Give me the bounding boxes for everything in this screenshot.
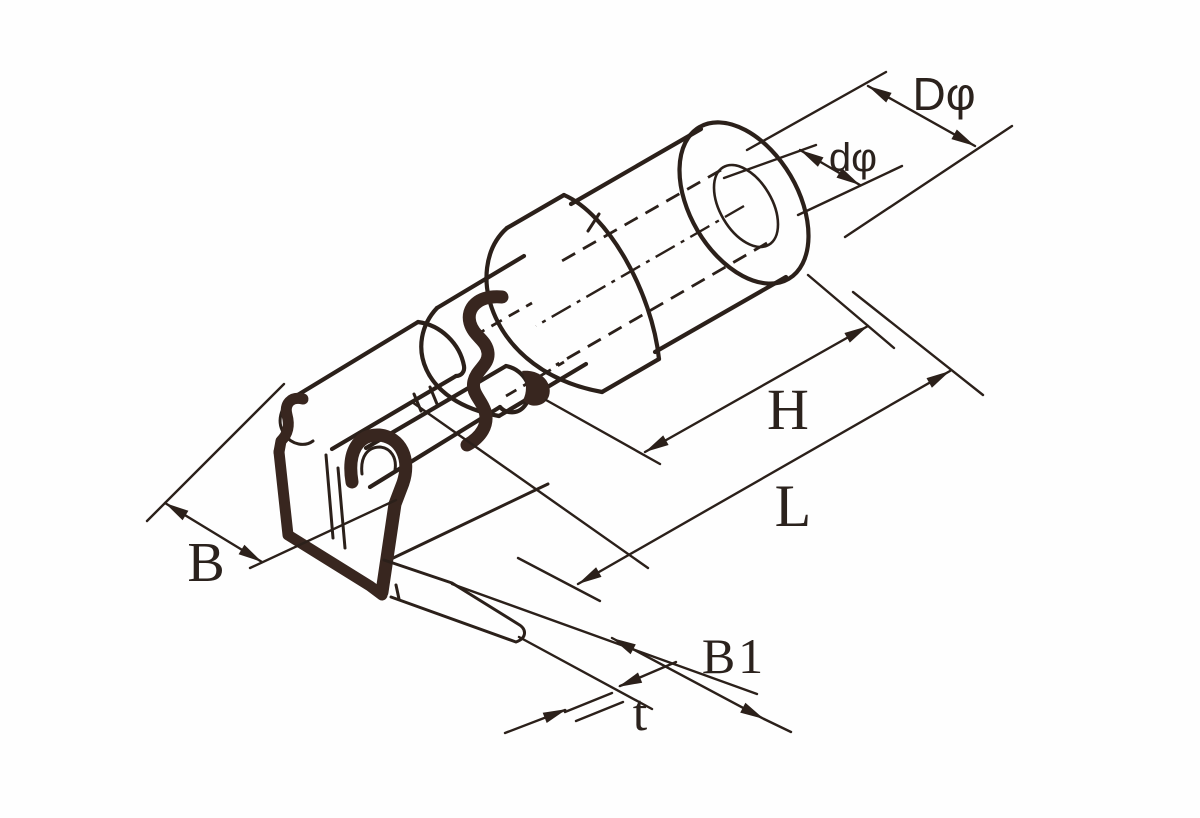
sleeve-bore-opening [712,163,780,249]
cup-hidden-line-bottom [505,360,565,398]
arrowhead [740,702,764,719]
arrowhead [951,129,975,146]
extension-line [410,400,650,570]
roll2-bottom-edge [367,404,503,490]
extension-line [851,290,985,397]
dimension-d-phi: dφ [722,136,904,217]
parting-line-tick [586,212,601,233]
dimension-t: t [503,660,678,742]
roll1-top-edge [293,319,421,399]
arrowhead [844,326,868,343]
face-inner-line-1 [336,466,347,550]
center-line [535,204,745,328]
dimension-B: B [145,382,398,594]
collar-bottom-edge [599,356,662,395]
dimension-L: L [410,290,985,603]
dimension-line [643,324,870,454]
sleeve-top-edge [568,126,704,207]
dimension-label-t: t [633,685,648,742]
roll1-rear-cap [415,319,467,379]
front-section-face [273,392,413,601]
metal-receptacle [278,290,550,562]
insulation-section-curve [460,290,509,452]
thickness-tick-2 [574,700,625,723]
arrowhead [645,435,669,452]
tab-outline [382,558,526,644]
extension-line [796,164,904,217]
arrowhead [612,638,636,655]
dimension-label-B1: B1 [702,628,766,684]
dimension-label-B: B [187,532,224,594]
terminal-tab [382,558,526,644]
extension-line [145,382,286,523]
roll2-rear-cap [497,363,532,415]
metal-section-wedge [522,370,550,406]
arrowhead [800,150,824,167]
dimension-label-L: L [775,473,812,539]
extension-line [517,635,654,711]
extension-line [544,398,662,466]
arrowhead [238,544,262,562]
extension-line [806,273,896,350]
dimension-line-tail [762,717,793,734]
extension-line [450,582,759,696]
arrowhead [165,503,189,521]
face-inner-arc [360,445,397,476]
dimension-label-D-phi: Dφ [912,68,975,120]
dimension-line [576,369,952,586]
arrowhead [618,672,643,687]
right-wing-section [344,428,413,599]
collar-rear-arc [561,192,662,362]
left-wing-section [273,392,309,458]
arrowhead [868,86,892,103]
roll1-bottom-edge [329,373,459,452]
cup-top-edge [434,253,527,311]
dimension-D-phi: Dφ [745,68,1014,239]
dimension-B1: B1 [450,582,793,734]
arrowhead [578,567,602,584]
sleeve-bottom-edge [652,274,789,355]
dimension-line [610,636,766,721]
sleeve-rear-face [677,120,811,286]
insulation-sleeve [419,120,811,419]
dimension-H: H [544,273,896,466]
extension-line [248,498,398,570]
cup-hidden-line-top [473,301,533,338]
bore-hidden-line-top [559,168,722,264]
dimension-label-d-phi: dφ [829,136,877,180]
extension-line [843,124,1014,239]
arrowhead [926,371,950,388]
thickness-tick-1 [563,691,614,714]
cup-mouth-arc [419,305,502,419]
extension-line [516,556,602,603]
extension-line [745,70,888,152]
bore-hidden-line-bottom [555,241,768,367]
seam-tick-2 [428,385,439,406]
arrowhead [542,709,567,723]
tab-edge-tick [394,583,401,601]
arrowhead [836,168,860,185]
face-inner-line-2 [324,453,335,540]
dimension-label-H: H [767,377,809,442]
body-lower-edge [387,482,550,562]
collar-front-arc [484,225,605,395]
collar-top-edge [504,192,567,231]
